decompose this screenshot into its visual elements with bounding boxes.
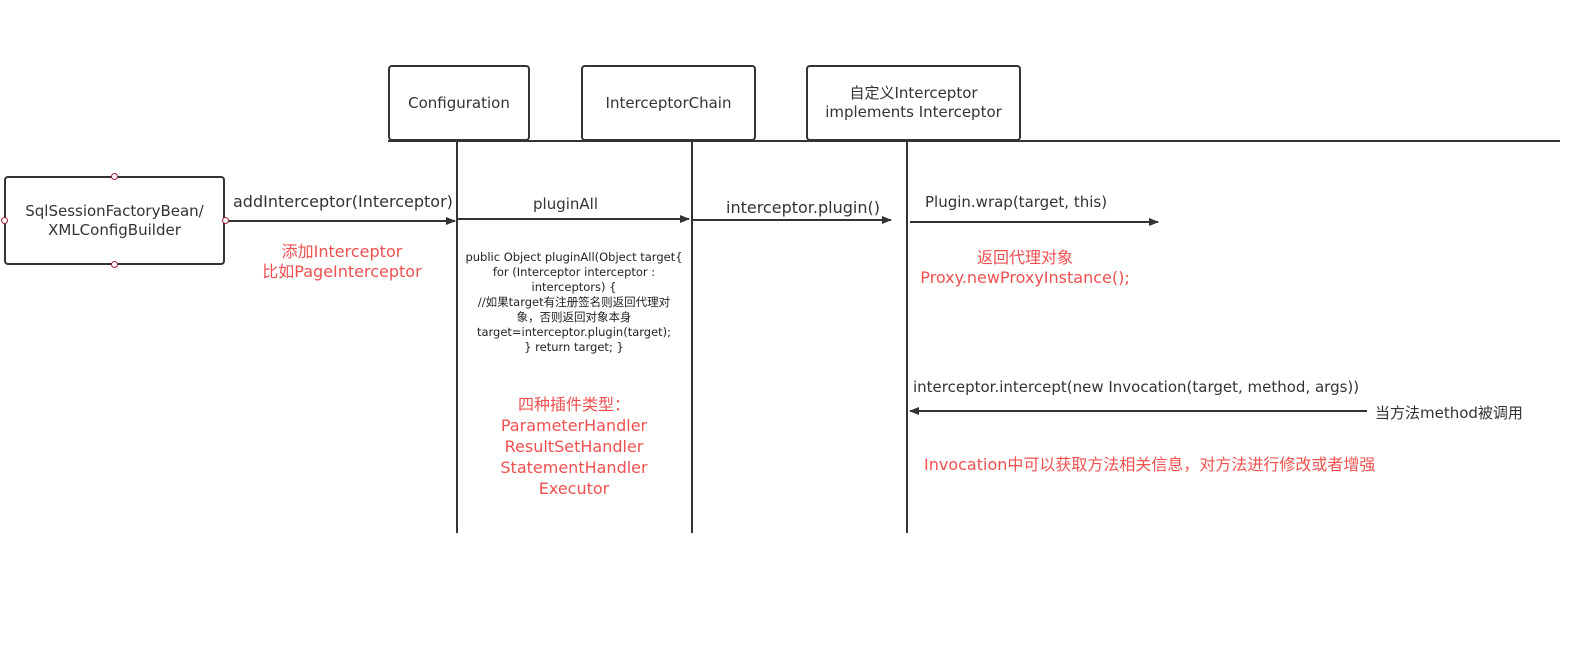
note-add-interceptor: 添加Interceptor 比如PageInterceptor [262,242,422,281]
message-interceptor-plugin: interceptor.plugin() [726,198,880,217]
message-plugin-all: pluginAll [533,195,598,213]
participant-custom-interceptor[interactable]: 自定义Interceptor implements Interceptor [806,65,1021,141]
handle-left[interactable] [1,217,8,224]
participant-interceptor-chain-label: InterceptorChain [605,93,732,112]
participant-custom-interceptor-label: 自定义Interceptor implements Interceptor [825,84,1002,121]
participant-configuration[interactable]: Configuration [388,65,530,141]
source-box[interactable]: SqlSessionFactoryBean/ XMLConfigBuilder [4,176,225,265]
participant-configuration-label: Configuration [408,93,510,112]
note-return-proxy: 返回代理对象 Proxy.newProxyInstance(); [920,248,1130,287]
participant-interceptor-chain[interactable]: InterceptorChain [581,65,756,141]
handle-right[interactable] [222,217,229,224]
handle-top[interactable] [111,173,118,180]
note-plugin-types: 四种插件类型： ParameterHandler ResultSetHandle… [500,395,648,498]
message-intercept: interceptor.intercept(new Invocation(tar… [913,378,1360,396]
message-add-interceptor: addInterceptor(Interceptor) [233,192,453,211]
handle-bottom[interactable] [111,261,118,268]
source-box-label: SqlSessionFactoryBean/ XMLConfigBuilder [25,201,204,239]
message-plugin-wrap: Plugin.wrap(target, this) [925,193,1108,211]
note-plugin-all-code: public Object pluginAll(Object target{ f… [465,250,683,354]
note-invocation-info: Invocation中可以获取方法相关信息，对方法进行修改或者增强 [924,455,1376,474]
note-method-called: 当方法method被调用 [1375,404,1523,422]
